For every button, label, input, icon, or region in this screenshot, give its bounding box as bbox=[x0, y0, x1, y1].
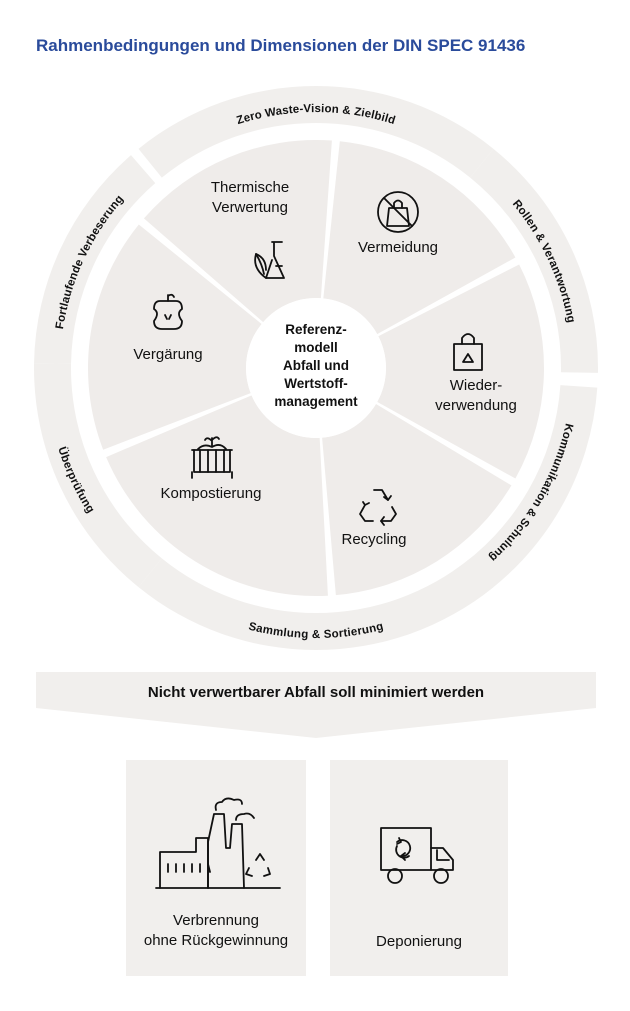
compost-bin-icon bbox=[191, 436, 233, 479]
apple-core-icon bbox=[153, 293, 183, 330]
box-verbrennung-panel bbox=[126, 760, 306, 976]
banner-label: Nicht verwertbarer Abfall soll minimiert… bbox=[148, 684, 484, 701]
ring-rollen-band bbox=[470, 148, 598, 373]
shopping-bag-icon bbox=[377, 191, 419, 233]
segment-wiederverwendung-label: Wieder-verwendung bbox=[435, 377, 517, 414]
bottom-section: Nicht verwertbarer Abfall soll minimiert… bbox=[36, 672, 596, 976]
ring-kommunikation-band bbox=[453, 385, 598, 602]
factory-icon bbox=[155, 797, 281, 889]
box-deponierung-label: Deponierung bbox=[376, 933, 462, 950]
ring-sammlung-band bbox=[138, 558, 494, 650]
segment-vergaerung-wedge bbox=[87, 224, 262, 450]
ring-verbesserung-band bbox=[34, 155, 156, 364]
ring-zero-waste-band bbox=[138, 85, 494, 178]
segment-vergaerung-label: Vergärung bbox=[133, 346, 202, 363]
segment-thermische-verwertung-wedge bbox=[143, 140, 332, 323]
banner-arrow bbox=[36, 672, 596, 738]
segment-kompostierung-wedge bbox=[106, 395, 328, 596]
recycle-icon bbox=[359, 489, 397, 526]
truck-icon bbox=[380, 827, 454, 884]
flask-leaf-icon bbox=[254, 241, 285, 279]
center-disc bbox=[246, 298, 386, 438]
reusable-bag-icon bbox=[453, 333, 483, 371]
segment-vermeidung-wedge bbox=[323, 141, 516, 335]
segment-recycling-wedge bbox=[322, 404, 512, 596]
segment-wiederverwendung-wedge bbox=[377, 264, 544, 479]
segment-vermeidung-label: Vermeidung bbox=[358, 239, 438, 256]
segment-kompostierung-label: Kompostierung bbox=[161, 485, 262, 502]
segment-recycling-label: Recycling bbox=[341, 531, 406, 548]
page-title: Rahmenbedingungen und Dimensionen der DI… bbox=[36, 36, 526, 55]
box-deponierung-panel bbox=[330, 760, 508, 976]
ring-ueberpruefung-band bbox=[33, 363, 162, 588]
